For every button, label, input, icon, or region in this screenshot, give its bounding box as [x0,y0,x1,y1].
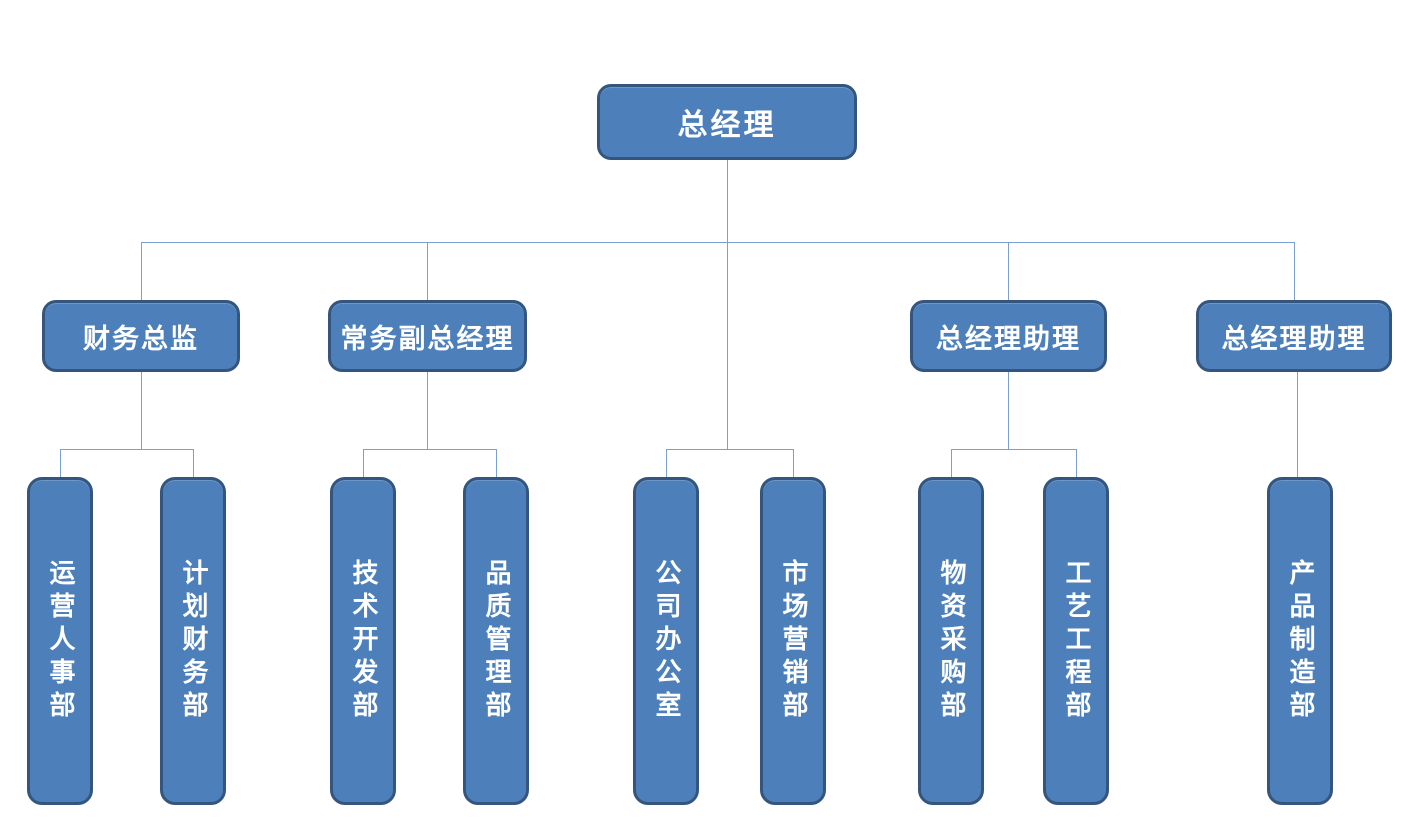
node-label: 品质管理部 [482,558,511,724]
connector-line [496,449,497,477]
connector-line [141,372,142,449]
node-general-manager: 总经理 [597,84,857,160]
node-label: 常务副总经理 [340,323,515,354]
node-executive-deputy-gm: 常务副总经理 [328,300,527,372]
connector-line [1297,372,1298,477]
connector-line [60,449,193,450]
node-material-procurement-dept: 物资采购部 [918,477,984,805]
node-product-manufacturing-dept: 产品制造部 [1267,477,1333,805]
connector-line [141,242,142,300]
connector-line [1008,242,1009,300]
node-label: 计划财务部 [179,558,208,724]
node-label: 技术开发部 [349,558,378,724]
node-planning-finance-dept: 计划财务部 [160,477,226,805]
connector-line [1294,242,1295,300]
node-marketing-dept: 市场营销部 [760,477,826,805]
node-process-engineering-dept: 工艺工程部 [1043,477,1109,805]
connector-line [193,449,194,477]
connector-line [1008,372,1009,449]
node-tech-development-dept: 技术开发部 [330,477,396,805]
node-label: 市场营销部 [779,558,808,724]
connector-line [666,449,793,450]
node-label: 总经理 [677,109,777,142]
node-company-office: 公司办公室 [633,477,699,805]
connector-line [363,449,496,450]
connector-line [1076,449,1077,477]
connector-line [951,449,952,477]
connector-line [666,449,667,477]
node-label: 产品制造部 [1286,558,1315,724]
connector-line [60,449,61,477]
node-label: 财务总监 [83,323,199,354]
node-gm-assistant-1: 总经理助理 [910,300,1107,372]
connector-line [793,449,794,477]
node-label: 总经理助理 [1221,323,1367,354]
node-gm-assistant-2: 总经理助理 [1196,300,1392,372]
node-label: 总经理助理 [936,323,1081,354]
connector-line [727,158,728,449]
node-quality-management-dept: 品质管理部 [463,477,529,805]
node-label: 物资采购部 [937,558,966,724]
connector-line [141,242,1294,243]
node-label: 工艺工程部 [1062,558,1091,724]
node-label: 运营人事部 [46,558,75,724]
connector-line [363,449,364,477]
node-label: 公司办公室 [652,558,681,724]
connector-line [427,372,428,449]
connector-line [427,242,428,300]
node-operations-hr-dept: 运营人事部 [27,477,93,805]
connector-line [951,449,1076,450]
node-finance-director: 财务总监 [42,300,240,372]
